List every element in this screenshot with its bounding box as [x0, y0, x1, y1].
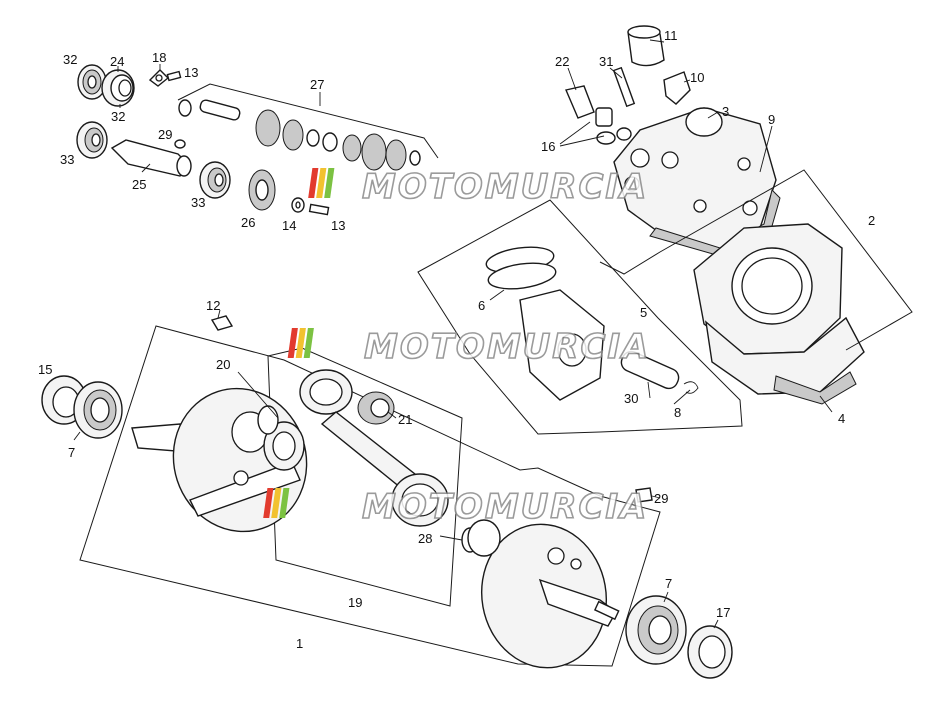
part-14-washer — [291, 197, 305, 213]
part-21-needle-bearing — [357, 391, 395, 425]
part-6-piston-rings — [485, 246, 557, 290]
watermark-stripe-yellow — [271, 488, 282, 518]
part-7-bearing-right — [625, 595, 687, 665]
part-33-bearing-left — [76, 121, 108, 159]
watermark-stripe-green — [303, 328, 314, 358]
label-12: 12 — [206, 298, 220, 313]
label-17: 17 — [716, 605, 730, 620]
group-5-outline — [417, 199, 743, 435]
watermark-text: MOTOMURCIA — [362, 487, 648, 527]
label-1: 1 — [296, 636, 303, 651]
group-2-outline — [599, 169, 913, 351]
part-18-clip — [148, 69, 170, 87]
part-crank-half-left — [131, 387, 308, 533]
part-10-valve — [663, 71, 691, 105]
label-13-top: 13 — [184, 65, 198, 80]
group-19-outline — [267, 347, 463, 607]
label-15: 15 — [38, 362, 52, 377]
part-25-shaft — [110, 139, 192, 177]
label-29-top: 29 — [158, 127, 172, 142]
watermark-stripe-yellow — [316, 168, 327, 198]
watermark-top: MOTOMURCIA — [308, 166, 648, 208]
watermark-bottom: MOTOMURCIA — [263, 486, 648, 528]
label-14: 14 — [282, 218, 296, 233]
part-27-gear-shaft — [178, 99, 421, 171]
label-30: 30 — [624, 391, 638, 406]
part-24-bearing — [101, 69, 135, 107]
label-9: 9 — [768, 112, 775, 127]
label-32-top: 32 — [63, 52, 77, 67]
part-16-orings — [596, 127, 632, 145]
part-cylinder-barrel — [693, 223, 865, 395]
label-4: 4 — [838, 411, 845, 426]
label-21: 21 — [398, 412, 412, 427]
label-29-bottom: 29 — [654, 491, 668, 506]
label-33-mid: 33 — [191, 195, 205, 210]
part-33-bearing-mid — [199, 161, 231, 199]
part-4-base-gasket — [773, 371, 857, 405]
label-25: 25 — [132, 177, 146, 192]
label-31: 31 — [599, 54, 613, 69]
label-8: 8 — [674, 405, 681, 420]
watermark-stripe-green — [279, 488, 290, 518]
label-28: 28 — [418, 531, 432, 546]
part-22-sensor — [565, 85, 613, 127]
part-piston — [519, 289, 605, 401]
watermark-middle: MOTOMURCIA — [287, 326, 650, 368]
part-7-bearing-left — [73, 381, 123, 439]
label-22: 22 — [555, 54, 569, 69]
label-7-right: 7 — [665, 576, 672, 591]
watermark-stripe-red — [263, 488, 274, 518]
label-13-bottom: 13 — [331, 218, 345, 233]
label-19: 19 — [348, 595, 362, 610]
label-2: 2 — [868, 213, 875, 228]
label-5: 5 — [640, 305, 647, 320]
part-29-key-bottom — [635, 487, 653, 503]
label-27: 27 — [310, 77, 324, 92]
label-10: 10 — [690, 70, 704, 85]
label-7-left: 7 — [68, 445, 75, 460]
leader-lines — [73, 39, 833, 629]
label-18: 18 — [152, 50, 166, 65]
part-30-piston-pin — [620, 350, 680, 390]
watermark-text: MOTOMURCIA — [364, 327, 650, 367]
label-33-left: 33 — [60, 152, 74, 167]
part-29-key-top — [174, 139, 186, 149]
label-24: 24 — [110, 54, 124, 69]
label-6: 6 — [478, 298, 485, 313]
part-12-key — [210, 315, 234, 331]
watermark-stripe-yellow — [295, 328, 306, 358]
part-crank-half-right — [467, 519, 620, 669]
part-8-circlip — [683, 381, 699, 394]
part-11-cap — [627, 25, 665, 67]
label-16: 16 — [541, 139, 555, 154]
part-number-labels: 32 24 18 13 27 32 29 33 25 33 26 14 13 1… — [38, 28, 875, 651]
label-3: 3 — [722, 104, 729, 119]
part-3-cylinder-head — [613, 107, 777, 251]
part-20-crank-pin — [257, 405, 279, 435]
watermark-stripe-green — [324, 168, 335, 198]
label-26: 26 — [241, 215, 255, 230]
part-connecting-rod — [299, 369, 449, 527]
watermark-stripe-red — [308, 168, 319, 198]
watermark-text: MOTOMURCIA — [362, 167, 648, 207]
watermark-stripe-red — [287, 328, 298, 358]
part-26-gear — [248, 169, 276, 211]
part-13-screw-top — [166, 70, 182, 82]
part-13-screw-bottom — [308, 203, 330, 216]
part-17-oil-seal — [687, 625, 733, 679]
part-31-stud — [612, 66, 636, 108]
label-20: 20 — [216, 357, 230, 372]
label-32-mid: 32 — [111, 109, 125, 124]
group-27-outline — [177, 83, 439, 159]
label-11: 11 — [664, 28, 678, 43]
part-32-bearing-top — [77, 64, 107, 100]
